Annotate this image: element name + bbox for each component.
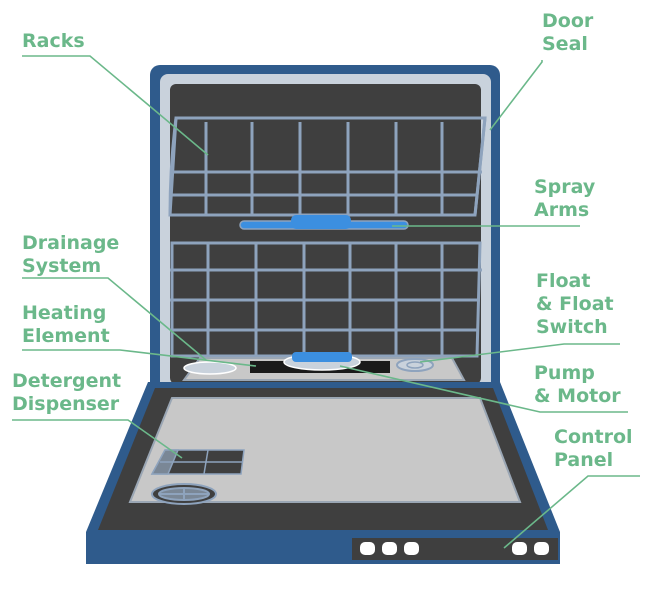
upper-spray-arm	[239, 215, 409, 230]
label-control-panel: Control Panel	[554, 426, 633, 471]
label-racks: Racks	[22, 30, 85, 52]
lower-spray-arm	[292, 352, 352, 362]
drain-cover	[183, 361, 237, 375]
door-panel	[128, 397, 522, 503]
label-float-switch: Float & Float Switch	[536, 270, 614, 338]
detergent-dispenser-graphic	[150, 449, 245, 475]
leader-lines	[12, 55, 640, 549]
label-door-seal: Door Seal	[542, 10, 594, 55]
label-drainage-system: Drainage System	[22, 232, 120, 277]
rinse-aid-cap	[151, 483, 217, 505]
label-heating-element: Heating Element	[22, 302, 110, 347]
lower-rack	[170, 241, 482, 358]
label-spray-arms: Spray Arms	[534, 176, 596, 221]
upper-rack	[168, 116, 487, 217]
label-detergent-dispenser: Detergent Dispenser	[12, 370, 122, 415]
control-strip	[352, 538, 558, 560]
tub-interior	[170, 84, 481, 384]
label-pump-motor: Pump & Motor	[534, 362, 621, 407]
control-buttons	[360, 542, 549, 555]
